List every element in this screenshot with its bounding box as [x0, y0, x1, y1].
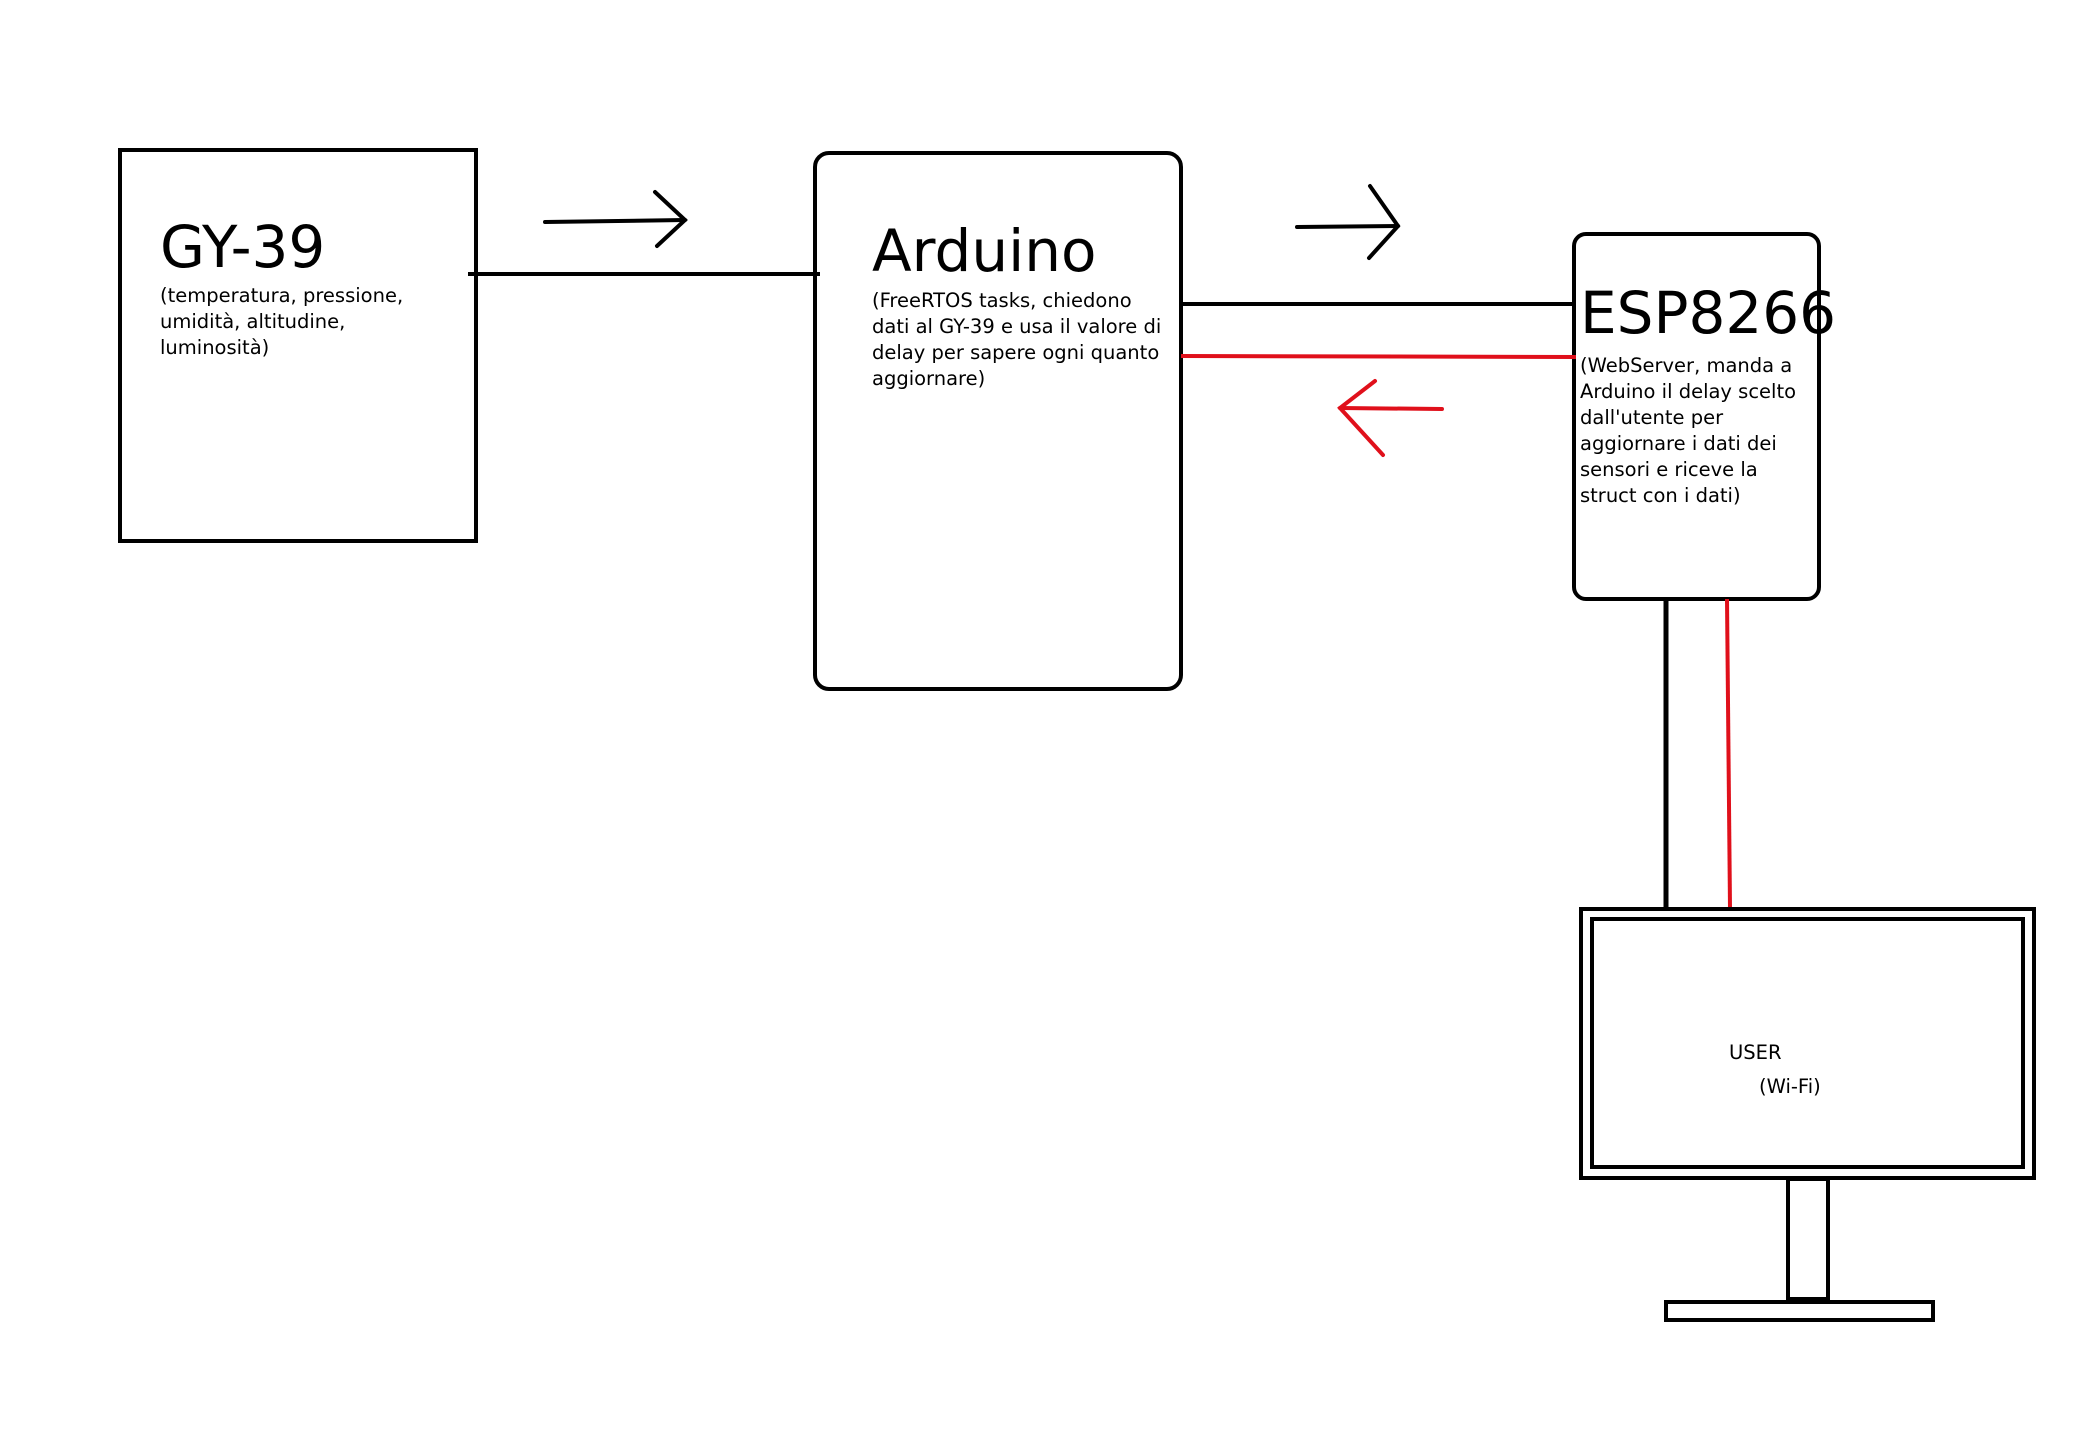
arrow-right-icon	[543, 190, 688, 248]
arrow-right-icon	[1295, 184, 1401, 260]
user-label: USER	[1729, 1041, 1782, 1064]
monitor-icon	[1579, 907, 2036, 1322]
arduino-box	[813, 151, 1183, 691]
gy39-box	[118, 148, 478, 543]
esp8266-box	[1572, 232, 1821, 601]
user-sublabel: (Wi-Fi)	[1759, 1075, 1821, 1098]
arrow-left-icon	[1337, 379, 1444, 457]
esp8266-title: ESP8266	[1580, 279, 1837, 347]
gy39-title: GY-39	[160, 213, 326, 281]
gy39-description: (temperatura, pressione, umidità, altitu…	[160, 284, 404, 359]
edge-esp8266-arduino	[1180, 354, 1577, 359]
esp8266-description: (WebServer, manda a Arduino il delay sce…	[1580, 354, 1797, 507]
arduino-title: Arduino	[872, 217, 1097, 285]
edge-user-esp8266	[1725, 598, 1732, 909]
arduino-description: (FreeRTOS tasks, chiedono dati al GY-39 …	[872, 289, 1162, 390]
